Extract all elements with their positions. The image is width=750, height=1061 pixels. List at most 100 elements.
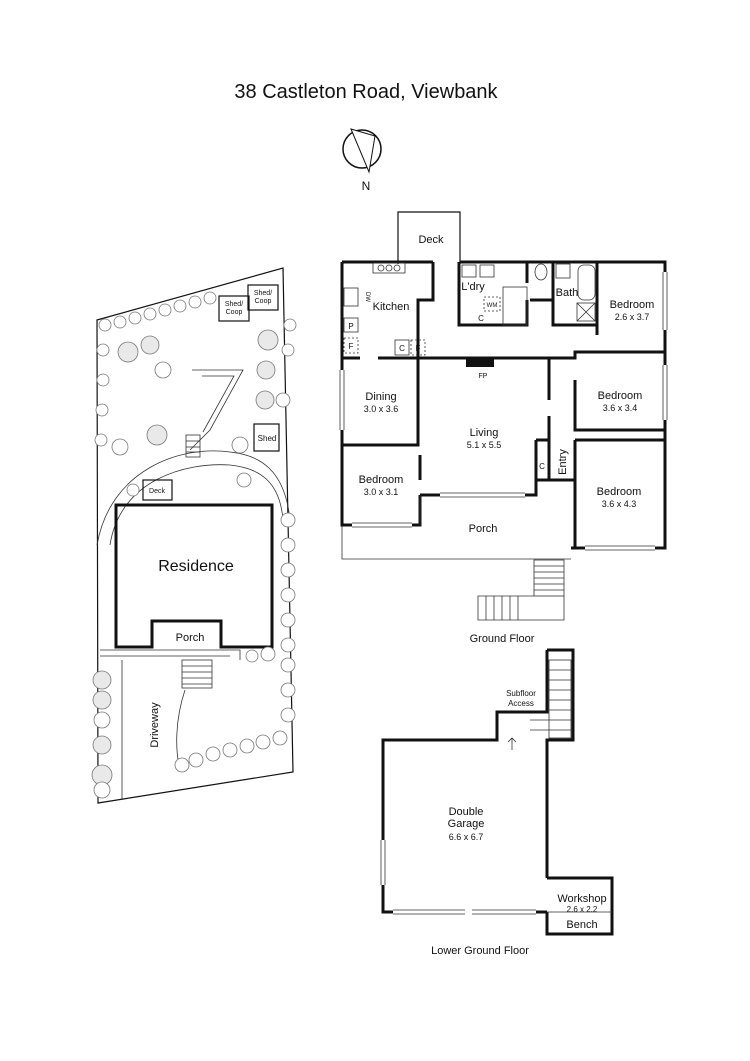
tree-icon [188,295,202,309]
subfloor-label-line1: Subfloor [506,689,536,698]
bedroom3-name: Bedroom [359,474,404,486]
tree-icon [260,646,276,662]
bedroom2-size: 3.6 x 3.4 [603,403,638,413]
driveway-label: Driveway [149,702,161,748]
north-arrow-icon [342,128,382,174]
tree-icon [111,438,129,456]
subfloor-label-line2: Access [508,699,534,708]
tree-icon [143,307,157,321]
tree-icon [239,738,255,754]
workshop-name: Workshop [557,893,606,905]
pantry-label: P [348,322,353,331]
tree-icon [92,670,112,690]
garage-name-line1: Double [449,806,484,818]
tree-icon [126,483,140,497]
tree-icon [280,637,296,653]
shed-coop-2-label-line2: Coop [255,298,272,305]
tree-icon [256,360,276,380]
tree-icon [203,291,217,305]
dining-name: Dining [365,391,396,403]
bedroom2-name: Bedroom [598,390,643,402]
tree-icon [205,746,221,762]
tree-icon [94,433,108,447]
tree-icon [280,562,296,578]
fp-label: FP [479,373,488,380]
gf-deck-label: Deck [418,234,444,246]
tree-icon [280,657,296,673]
bench-label: Bench [566,919,597,931]
bedroom3-size: 3.0 x 3.1 [364,487,399,497]
tree-icon [93,711,111,729]
shed-coop-1-label-line2: Coop [226,309,243,316]
gf-porch-label: Porch [469,523,498,535]
tree-icon [128,311,142,325]
tree-icon [280,682,296,698]
fridge-label-2: F [416,344,421,353]
tree-icon [245,649,259,663]
dishwasher-label: DW [364,292,370,302]
tree-icon [146,424,168,446]
garage-name-line2: Garage [448,818,485,830]
tree-icon [140,335,160,355]
lower-ground-floor-plan: Subfloor Access Double Garage 6.6 x 6.7 … [380,648,614,957]
workshop-size: 2.6 x 2.2 [567,905,598,914]
tree-icon [222,742,238,758]
wm-label: WM [487,303,498,309]
bedroom1-size: 2.6 x 3.7 [615,312,650,322]
dining-size: 3.0 x 3.6 [364,404,399,414]
ground-floor-caption: Ground Floor [470,633,535,645]
tree-icon [231,436,249,454]
site-porch-label: Porch [176,632,205,644]
fridge-label-1: F [349,342,354,351]
tree-icon [280,537,296,553]
site-trees [91,291,297,799]
kitchen-cupboard-label: C [399,344,405,353]
tree-icon [96,343,110,357]
bedroom1-name: Bedroom [610,299,655,311]
tree-icon [113,315,127,329]
tree-icon [257,329,279,351]
north-label: N [362,179,371,193]
tree-icon [98,318,112,332]
page-title: 38 Castleton Road, Viewbank [234,81,498,103]
site-deck-label: Deck [149,488,165,495]
shed-coop-2-label-line1: Shed/ [254,290,272,297]
tree-icon [236,472,252,488]
laundry-cupboard-label: C [478,314,484,323]
entry-label: Entry [557,449,569,475]
tree-icon [280,612,296,628]
living-name: Living [470,427,499,439]
tree-icon [154,361,172,379]
shed-label: Shed [258,434,277,443]
tree-icon [280,587,296,603]
shed-coop-1-label-line1: Shed/ [225,301,243,308]
lower-ground-floor-caption: Lower Ground Floor [431,945,529,957]
tree-icon [96,373,110,387]
ground-floor-plan: Deck Kitchen L'dry Bath Bedroom 2.6 x 3.… [339,211,668,645]
laundry-label: L'dry [461,281,485,293]
tree-icon [281,343,295,357]
tree-icon [92,735,112,755]
tree-icon [174,757,190,773]
tree-icon [93,781,111,799]
bedroom4-size: 3.6 x 4.3 [602,499,637,509]
tree-icon [95,403,109,417]
kitchen-label: Kitchen [373,301,410,313]
tree-icon [158,303,172,317]
entry-cupboard-label: C [539,462,545,471]
bath-label: Bath [556,287,579,299]
tree-icon [173,299,187,313]
tree-icon [188,752,204,768]
living-size: 5.1 x 5.5 [467,440,502,450]
tree-icon [255,390,275,410]
tree-icon [283,318,297,332]
garage-size: 6.6 x 6.7 [449,832,484,842]
tree-icon [280,512,296,528]
tree-icon [117,341,139,363]
tree-icon [255,734,271,750]
bedroom4-name: Bedroom [597,486,642,498]
tree-icon [280,707,296,723]
tree-icon [275,392,291,408]
site-plan: Shed/ Coop Shed/ Coop Shed Deck Residenc… [91,267,297,804]
